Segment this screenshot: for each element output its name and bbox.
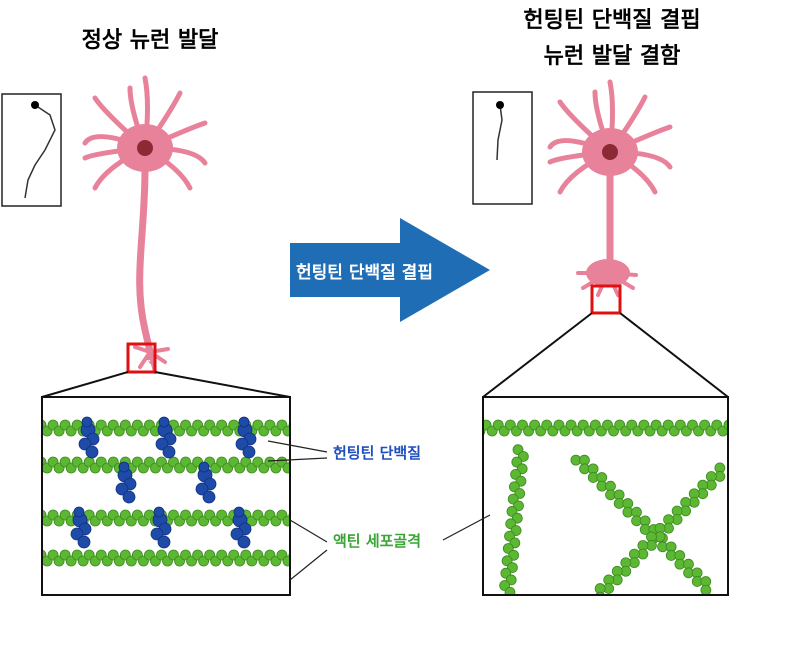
huntingtin-protein — [78, 416, 100, 459]
left-panel-title: 정상 뉴런 발달 — [81, 28, 219, 53]
actin-filament-bead — [723, 419, 728, 431]
protein-blob — [238, 416, 250, 428]
normal-micrograph — [1, 93, 62, 207]
actin-filament-bead — [30, 516, 40, 526]
actin-filament-bead — [295, 426, 305, 436]
protein-blob — [155, 437, 169, 451]
actin-filament-bead — [30, 426, 40, 436]
actin-filament-bead — [30, 556, 40, 566]
actin-filament-bead — [700, 584, 712, 595]
actin-filament-bead — [282, 425, 290, 437]
huntingtin-protein — [115, 461, 137, 504]
growth-cone-branch — [133, 345, 152, 354]
zoom-box-left-content — [30, 416, 305, 567]
protein-blob — [198, 461, 210, 473]
filopodium — [606, 271, 635, 290]
protein-blob — [230, 527, 244, 541]
zoom-box-right — [482, 396, 729, 596]
growth-cone-branch — [138, 350, 152, 369]
huntingtin-protein — [195, 461, 217, 504]
huntingtin-label: 헌팅틴 단백질 — [333, 444, 422, 462]
protein-blob — [153, 506, 165, 518]
highlight-box-right — [590, 284, 622, 315]
zoom-box-left — [41, 396, 291, 596]
actin-filament-bead — [30, 463, 40, 473]
micrograph-frame — [1, 93, 62, 207]
protein-blob — [122, 490, 136, 504]
protein-blob — [158, 416, 170, 428]
huntingtin-protein — [230, 506, 252, 549]
huntingtin-protein — [70, 506, 92, 549]
huntingtin-protein — [150, 506, 172, 549]
protein-blob — [157, 535, 171, 549]
zoom-lines-right — [482, 312, 729, 398]
actin-filament-bead — [282, 555, 290, 567]
highlight-box-left — [126, 342, 157, 374]
actin-filament-bead — [730, 426, 740, 436]
growth-cone-branch — [148, 350, 167, 364]
protein-blob — [242, 445, 256, 459]
protein-blob — [81, 416, 93, 428]
label-pointer-lines — [267, 440, 491, 581]
protein-blob — [233, 506, 245, 518]
protein-blob — [237, 535, 251, 549]
actin-filament-bead — [295, 556, 305, 566]
protein-blob — [202, 490, 216, 504]
protein-blob — [162, 445, 176, 459]
deficient-micrograph — [472, 91, 533, 205]
protein-blob — [195, 482, 209, 496]
deficient-neuron — [547, 79, 673, 297]
filopodium — [606, 271, 638, 277]
protein-blob — [70, 527, 84, 541]
arrow-label: 헌팅틴 단백질 결핍 — [296, 263, 433, 283]
zoom-lines-left — [41, 371, 291, 398]
filopodium — [596, 271, 610, 297]
actin-filament-bead — [595, 591, 606, 595]
actin-filament-bead — [504, 586, 516, 595]
growth-cone-branch — [148, 347, 170, 354]
protein-blob — [150, 527, 164, 541]
protein-blob — [118, 461, 130, 473]
actin-filament-bead — [282, 462, 290, 474]
cell-body — [496, 101, 504, 109]
protein-blob — [115, 482, 129, 496]
protein-blob — [77, 535, 91, 549]
normal-neuron — [82, 75, 208, 374]
neuron-trace — [496, 104, 503, 161]
filopodium — [581, 271, 610, 290]
protein-blob — [73, 506, 85, 518]
protein-blob — [78, 437, 92, 451]
right-panel-title-line1: 헌팅틴 단백질 결핍 — [523, 8, 701, 33]
actin-filament-bead — [295, 463, 305, 473]
actin-label: 액틴 세포골격 — [333, 532, 422, 550]
protein-blob — [235, 437, 249, 451]
zoom-box-right-content — [483, 419, 740, 595]
right-panel-title-line2: 뉴런 발달 결함 — [543, 44, 681, 69]
actin-filament-bead — [282, 515, 290, 527]
arrow-shape — [290, 218, 490, 322]
huntingtin-protein — [155, 416, 177, 459]
huntingtin-protein — [235, 416, 257, 459]
neuron-trace — [24, 104, 56, 199]
cell-body — [31, 101, 39, 109]
micrograph-frame — [472, 91, 533, 205]
nucleus — [602, 144, 618, 160]
protein-blob — [85, 445, 99, 459]
filopodium — [606, 271, 620, 297]
nucleus — [137, 140, 153, 156]
axon — [136, 167, 156, 365]
